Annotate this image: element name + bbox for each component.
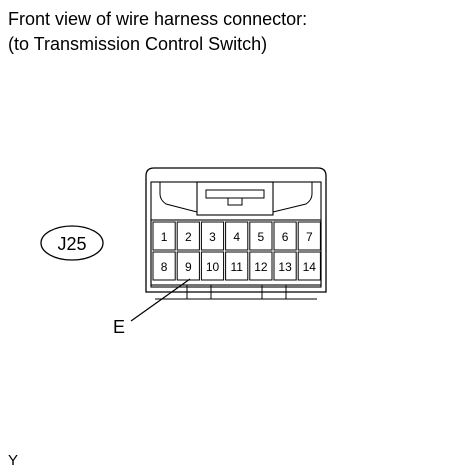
terminal-number-6: 6 [282,230,289,244]
terminal-number-1: 1 [161,230,168,244]
figure-code: Y [8,452,19,469]
terminal-cell-13 [273,251,297,281]
terminal-number-3: 3 [209,230,216,244]
terminal-cell-14 [297,251,321,281]
terminal-number-7: 7 [306,230,313,244]
terminal-cell-11 [225,251,249,281]
diagram-title-line-2: (to Transmission Control Switch) [8,34,268,54]
connector-right-guide [272,182,313,213]
terminal-cell-6 [273,221,297,251]
terminal-number-5: 5 [258,230,265,244]
terminal-cell-8 [152,251,176,281]
terminal-cell-12 [249,251,273,281]
terminal-number-2: 2 [185,230,192,244]
terminal-grid-outline [150,219,322,286]
callout-leader-line [130,278,191,322]
terminal-number-9: 9 [185,260,192,274]
connector-housing-outline [145,167,327,293]
connector-left-guide [159,182,198,213]
terminal-cell-7 [297,221,321,251]
terminal-cell-10 [200,251,225,281]
terminal-cell-5 [249,221,273,251]
terminal-cell-4 [225,221,249,251]
terminal-number-13: 13 [278,260,292,274]
terminal-number-12: 12 [254,260,268,274]
connector-latch-notch [227,198,243,206]
terminal-number-14: 14 [303,260,317,274]
callout-label: E [113,317,125,337]
terminal-number-8: 8 [161,260,168,274]
connector-id-oval [40,225,104,261]
terminal-cell-3 [200,221,225,251]
terminal-number-10: 10 [206,260,220,274]
connector-latch [196,181,274,216]
terminal-number-11: 11 [230,260,243,274]
connector-id-label: J25 [57,234,86,254]
terminal-number-4: 4 [233,230,240,244]
connector-latch-tab [205,189,265,199]
terminal-cell-2 [176,221,200,251]
diagram-title-line-1: Front view of wire harness connector: [8,9,308,29]
terminal-cell-1 [152,221,176,251]
